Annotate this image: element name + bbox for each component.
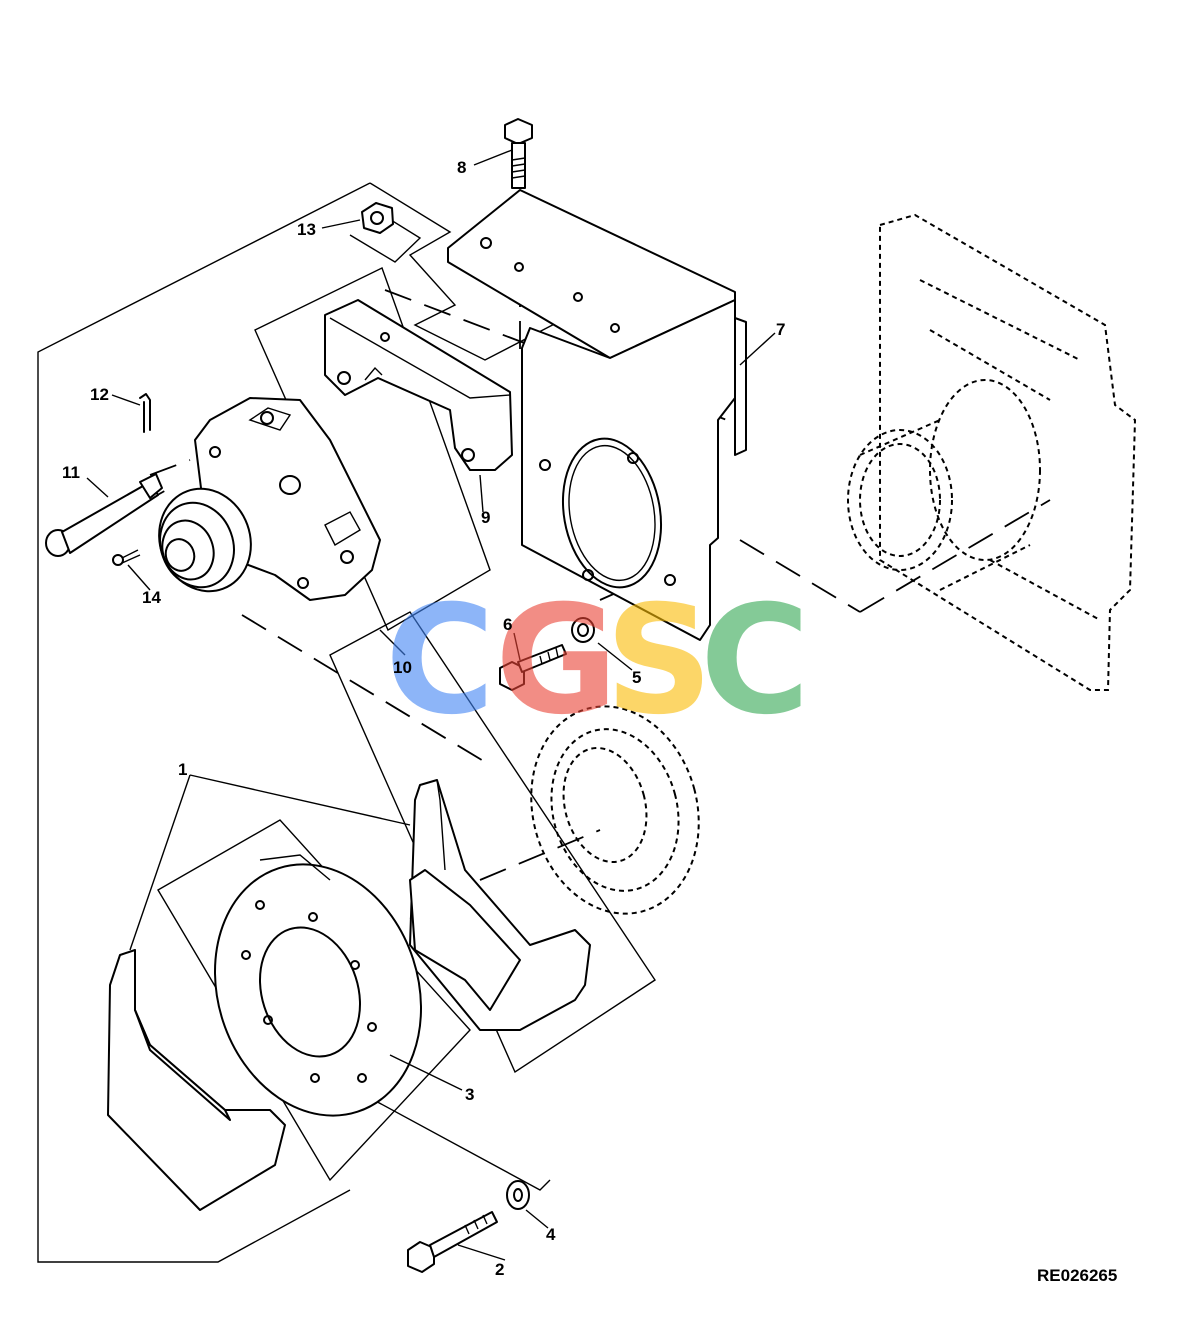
callout-13: 13 [297, 220, 316, 239]
washer-4 [506, 1180, 530, 1210]
callout-9: 9 [481, 508, 490, 527]
watermark-letter-c1: C [385, 574, 495, 748]
group-outline-3-hardware [299, 1059, 551, 1191]
callout-3: 3 [465, 1085, 474, 1104]
callout-12: 12 [90, 385, 109, 404]
bearing-10 [158, 397, 381, 601]
callout-14: 14 [142, 588, 161, 607]
reference-number: RE026265 [1037, 1266, 1117, 1285]
watermark-letter-g: G [495, 574, 618, 748]
nut-13 [361, 202, 394, 234]
watermark-letter-c2: C [700, 574, 810, 748]
cotter-pin-12 [139, 393, 151, 433]
callout-8: 8 [457, 158, 466, 177]
bolt-8 [504, 118, 533, 189]
pin-11 [45, 473, 163, 557]
bracket-9 [324, 299, 513, 471]
group-outline-13 [349, 211, 422, 263]
callout-11: 11 [62, 463, 80, 482]
callout-5: 5 [632, 668, 641, 687]
watermark-letter-s: S [605, 574, 713, 748]
drive-housing-phantom [847, 213, 1137, 691]
bolt-6 [499, 644, 567, 691]
bracket-7 [447, 189, 747, 641]
callout-6: 6 [503, 615, 512, 634]
watermark: C G S C [385, 574, 810, 748]
callout-7: 7 [776, 320, 785, 339]
bolt-2 [407, 1211, 498, 1273]
washer-5 [571, 617, 595, 643]
brake-disc-3 [213, 854, 423, 1117]
callout-10: 10 [393, 658, 412, 677]
leader-lines [86, 149, 776, 1261]
grease-fitting-14 [112, 549, 141, 566]
callout-labels: 1 2 3 4 5 6 7 8 9 10 11 12 13 14 [62, 158, 785, 1279]
drive-hub-phantom [530, 705, 700, 915]
callout-2: 2 [495, 1260, 504, 1279]
brake-pads-1 [107, 779, 591, 1211]
callout-4: 4 [546, 1225, 556, 1244]
callout-1: 1 [178, 760, 187, 779]
